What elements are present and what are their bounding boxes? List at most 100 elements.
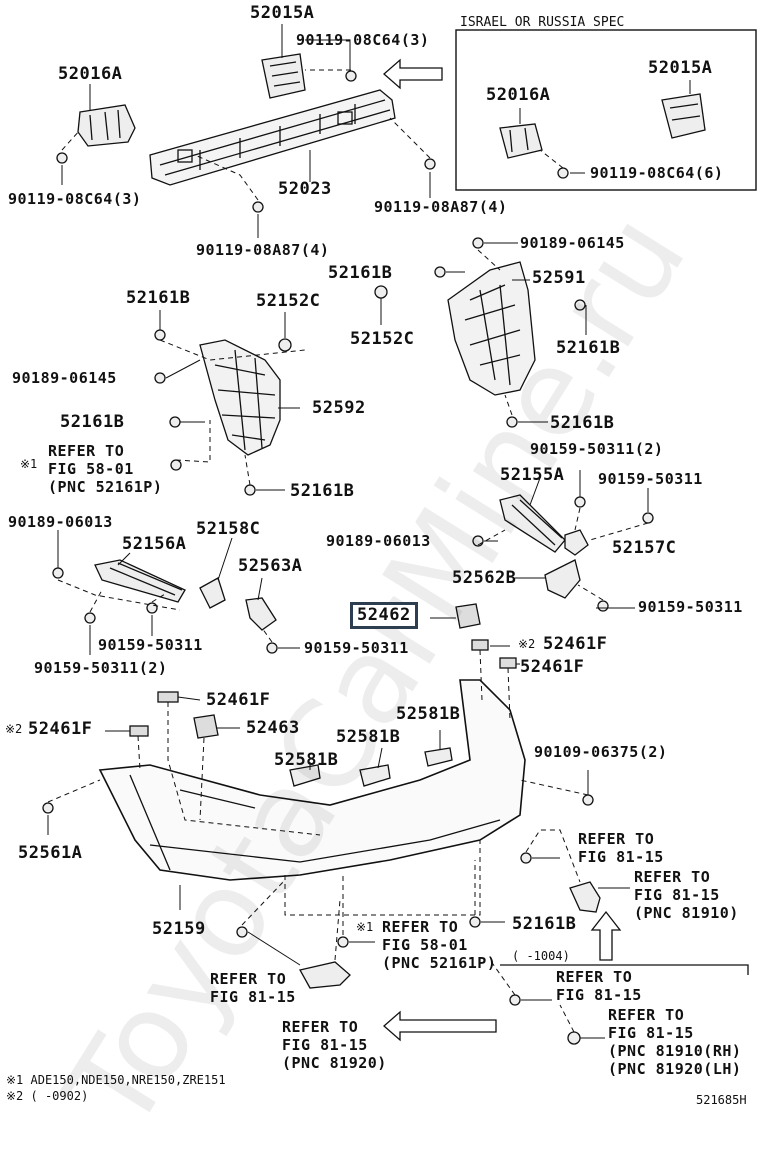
part-label: 52561A <box>18 843 83 863</box>
refer-line: FIG 81-15 <box>282 1036 368 1054</box>
refer-line: (PNC 81920(LH) <box>608 1060 742 1078</box>
refer-line: REFER TO <box>382 918 459 936</box>
refer-line: REFER TO <box>210 970 287 988</box>
figure-code: 521685H <box>696 1093 747 1107</box>
part-label: 90159-50311 <box>638 598 743 616</box>
note-mark: ※2 <box>518 637 536 651</box>
pad-52462-drawing <box>455 603 481 629</box>
liner-52592-drawing <box>199 339 281 456</box>
part-label: 90159-50311 <box>304 639 409 657</box>
leader-lines <box>47 24 691 1039</box>
refer-line: FIG 81-15 <box>210 988 296 1006</box>
tag-52461f-d-drawing <box>129 725 149 737</box>
part-label: 52159 <box>152 919 206 939</box>
refer-line: (PNC 52161P) <box>48 478 163 496</box>
highlighted-part-label[interactable]: 52462 <box>350 602 418 629</box>
refer-note-58-01-upper[interactable]: REFER TO FIG 58-01 (PNC 52161P) <box>48 442 162 496</box>
pad-52463-drawing <box>193 714 219 739</box>
footnote-2: ※2 ( -0902) <box>6 1089 89 1103</box>
refer-line: (PNC 81920) <box>282 1054 387 1072</box>
part-label: 90189-06145 <box>520 234 625 252</box>
refer-line: FIG 81-15 <box>608 1024 694 1042</box>
fasteners <box>42 70 654 1045</box>
part-label: 52015A <box>250 3 315 23</box>
part-label: 52156A <box>122 534 187 554</box>
part-label: 52016A <box>58 64 123 84</box>
part-label: 52592 <box>312 398 366 418</box>
refer-note-81-15-d[interactable]: REFER TO FIG 81-15 <box>556 968 642 1004</box>
bracket-52016a-drawing <box>77 104 136 147</box>
refer-line: FIG 81-15 <box>556 986 642 1004</box>
refer-note-81-15-e[interactable]: REFER TO FIG 81-15 (PNC 81920) <box>282 1018 387 1072</box>
footnote-1: ※1 ADE150,NDE150,NRE150,ZRE151 <box>6 1073 226 1087</box>
part-label: 90119-08A87(4) <box>374 198 508 216</box>
parts-diagram-canvas <box>42 24 757 1045</box>
refer-line: (PNC 81910) <box>634 904 739 922</box>
part-label: 90119-08C64(6) <box>590 164 724 182</box>
part-label: 90159-50311(2) <box>34 659 168 677</box>
refer-note-58-01-lower[interactable]: REFER TO FIG 58-01 (PNC 52161P) <box>382 918 496 972</box>
tag-52461f-b-drawing <box>499 657 517 669</box>
refer-line: REFER TO <box>556 968 633 986</box>
date-note: ( -1004) <box>512 949 570 963</box>
part-label: 90119-08A87(4) <box>196 241 330 259</box>
inset-box <box>455 29 757 191</box>
tag-52461f-a-drawing <box>471 639 489 651</box>
part-label: 52581B <box>336 727 401 747</box>
refer-note-81-15-f[interactable]: REFER TO FIG 81-15 (PNC 81910(RH) (PNC 8… <box>608 1006 741 1078</box>
inset-bracket-52015a-drawing <box>661 93 706 139</box>
part-label: 52461F <box>543 634 608 654</box>
spacer-52158c-drawing <box>199 577 226 609</box>
refer-line: FIG 81-15 <box>634 886 720 904</box>
refer-line: FIG 58-01 <box>48 460 134 478</box>
tag-52461f-c-drawing <box>157 691 179 703</box>
part-label: 52461F <box>28 719 93 739</box>
reinforcement-52023-drawing <box>149 89 396 186</box>
part-label: 52591 <box>532 268 586 288</box>
part-label: 90189-06145 <box>12 369 117 387</box>
part-label: 52015A <box>648 58 713 78</box>
part-label: 52463 <box>246 718 300 738</box>
part-label: 90159-50311 <box>598 470 703 488</box>
part-label: 52161B <box>550 413 615 433</box>
inset-title: ISRAEL OR RUSSIA SPEC <box>460 15 625 30</box>
part-label: 52161B <box>328 263 393 283</box>
part-label: 52023 <box>278 179 332 199</box>
arrow-up-bottom <box>590 910 622 961</box>
date-bracket <box>500 964 749 975</box>
part-label: 52461F <box>520 657 585 677</box>
part-label: 90119-08C64(3) <box>8 190 142 208</box>
bumper-cover-52159-drawing <box>98 679 526 881</box>
bracket-52015a-drawing <box>261 53 306 99</box>
inset-bracket-52016a-drawing <box>499 123 543 159</box>
part-label: 90189-06013 <box>8 513 113 531</box>
reflector-81920-drawing <box>299 961 351 989</box>
spacer-52562b-drawing <box>544 559 581 599</box>
refer-note-81-15-c[interactable]: REFER TO FIG 81-15 <box>210 970 296 1006</box>
arrow-left-top <box>383 58 443 90</box>
note-mark: ※1 <box>356 920 374 934</box>
refer-note-81-15-b[interactable]: REFER TO FIG 81-15 (PNC 81910) <box>634 868 739 922</box>
part-label: 52161B <box>290 481 355 501</box>
part-label: 90189-06013 <box>326 532 431 550</box>
part-label: 52016A <box>486 85 551 105</box>
arrow-left-bottom <box>383 1010 497 1042</box>
part-label: 52161B <box>126 288 191 308</box>
refer-line: FIG 58-01 <box>382 936 468 954</box>
part-label: 52563A <box>238 556 303 576</box>
reflector-81910-drawing <box>569 881 601 913</box>
part-label: 52581B <box>396 704 461 724</box>
refer-line: FIG 81-15 <box>578 848 664 866</box>
refer-line: REFER TO <box>48 442 125 460</box>
part-label: 52157C <box>612 538 677 558</box>
spacer-52563a-drawing <box>245 597 277 631</box>
part-label: 90119-08C64(3) <box>296 31 430 49</box>
part-label: 52161B <box>60 412 125 432</box>
part-label: 52152C <box>256 291 321 311</box>
part-label: 52155A <box>500 465 565 485</box>
refer-note-81-15-a[interactable]: REFER TO FIG 81-15 <box>578 830 664 866</box>
note-mark: ※2 <box>5 722 23 736</box>
part-label: 90159-50311 <box>98 636 203 654</box>
part-label: 52161B <box>512 914 577 934</box>
refer-line: (PNC 81910(RH) <box>608 1042 742 1060</box>
